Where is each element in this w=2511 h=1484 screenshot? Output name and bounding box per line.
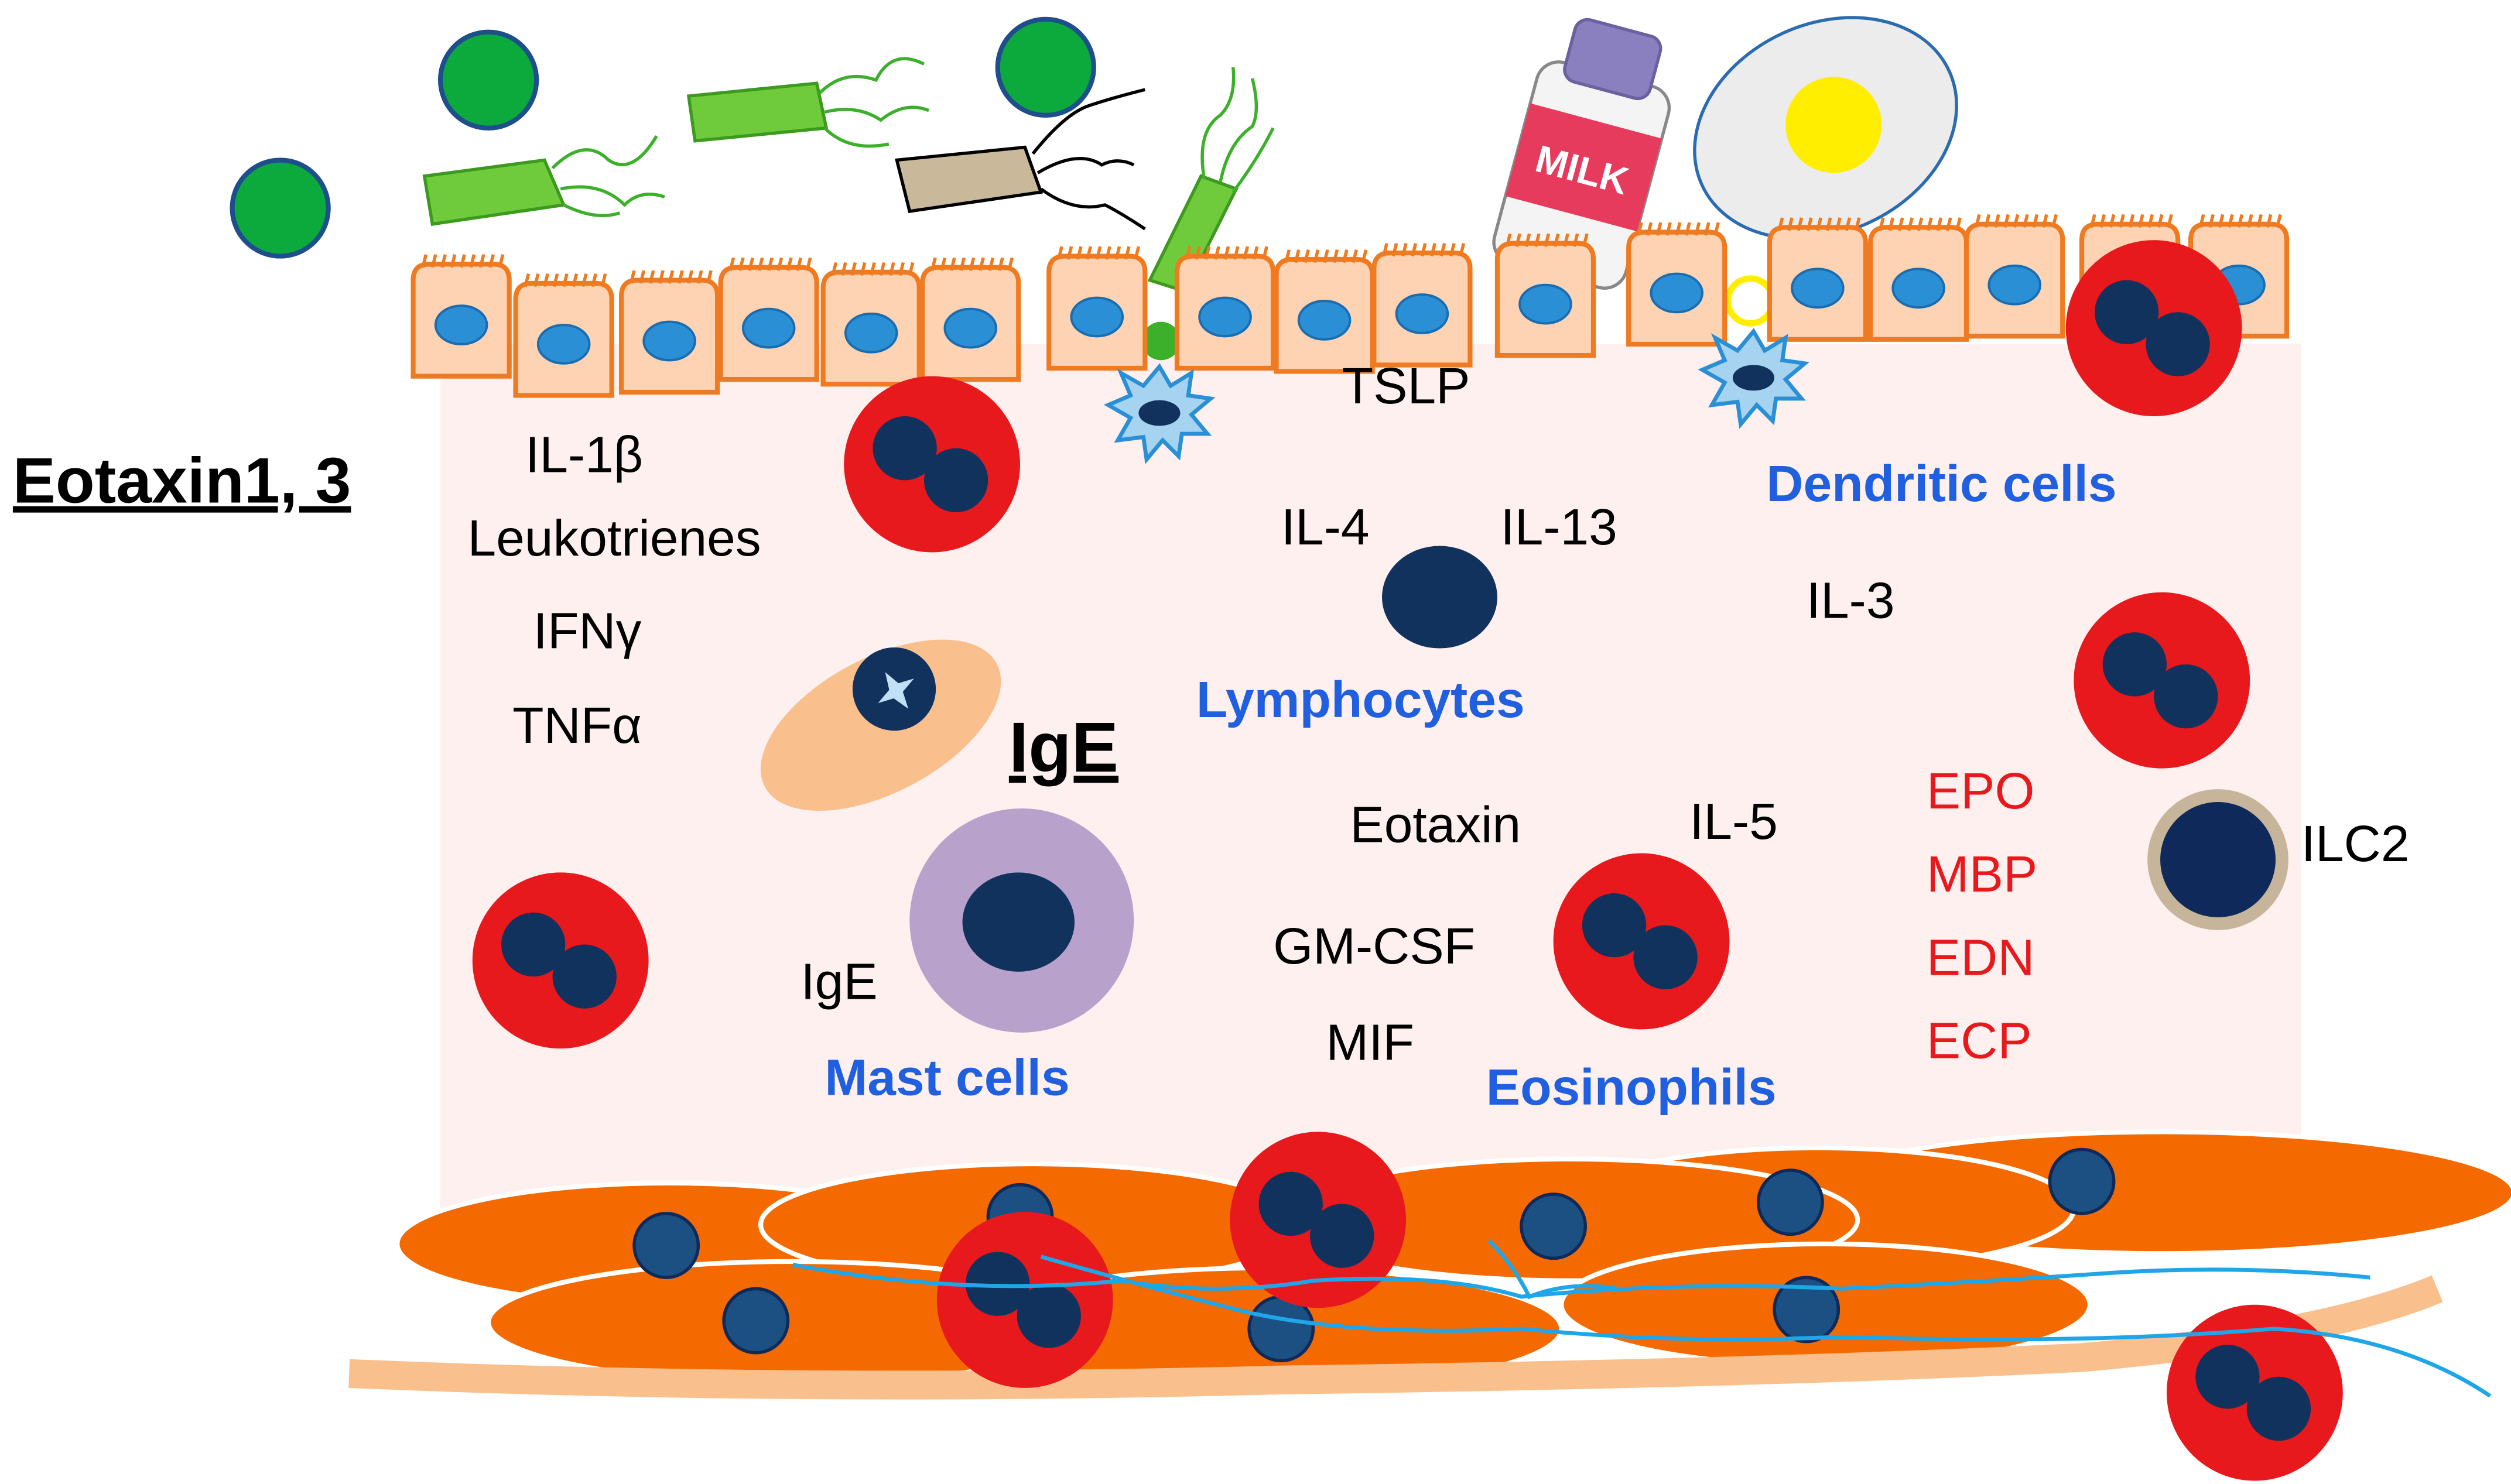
- ige-small-label: IgE: [800, 952, 877, 1010]
- eotaxin-1-3-label: Eotaxin1, 3: [13, 445, 351, 517]
- lymphocyte: [1382, 546, 1497, 649]
- granule-protein-label: MBP: [1927, 845, 2038, 903]
- milk-bottle: MILK: [1492, 18, 1671, 290]
- dendritic-cells-label: Dendritic cells: [1766, 455, 2116, 512]
- ifng-label: IFNγ: [533, 602, 642, 660]
- eosinophil: [844, 376, 1021, 553]
- pathogens: [230, 16, 1275, 361]
- ilc2-label: ILC2: [2301, 815, 2410, 872]
- il4-label: IL-4: [1281, 498, 1370, 556]
- bacterial-contact: [1141, 321, 1181, 361]
- bacterium: [1147, 67, 1275, 294]
- granule-protein-label: EDN: [1927, 928, 2035, 986]
- smooth-muscle-layer: [395, 1129, 2511, 1392]
- eosinophil: [2074, 592, 2250, 769]
- nerve-fibers: [792, 1239, 2492, 1398]
- bacterium: [422, 135, 665, 226]
- tslp-label: TSLP: [1342, 357, 1470, 414]
- mif-label: MIF: [1326, 1013, 1414, 1071]
- eotaxin-label: Eotaxin: [1350, 796, 1521, 853]
- granule-proteins: EPO MBP EDN ECP: [1927, 762, 2038, 1070]
- coccus: [230, 157, 331, 259]
- eosinophil: [472, 872, 649, 1049]
- leukotrienes-label: Leukotrienes: [468, 509, 761, 567]
- gmcsf-label: GM-CSF: [1273, 917, 1475, 975]
- plasma-cell: [760, 639, 1001, 811]
- mast-cell: [909, 808, 1134, 1033]
- bacterium: [895, 88, 1146, 231]
- eosinophil: [2065, 240, 2242, 417]
- granule-protein-label: EPO: [1927, 762, 2035, 820]
- ige-main-label: IgE: [1009, 708, 1118, 787]
- egg: [1693, 16, 1958, 327]
- eosinophils-label: Eosinophils: [1486, 1058, 1777, 1116]
- lamina-propria: [440, 344, 2301, 1241]
- mast-cells-label: Mast cells: [825, 1048, 1069, 1106]
- granule-protein-label: ECP: [1927, 1012, 2032, 1070]
- il3-label: IL-3: [1807, 572, 1895, 629]
- il13-label: IL-13: [1500, 498, 1617, 556]
- eosinophil: [936, 1212, 1113, 1388]
- ilc2-cell: [2147, 789, 2288, 930]
- il1b-label: IL-1β: [525, 426, 643, 484]
- il5-label: IL-5: [1689, 793, 1778, 850]
- lymphocytes-label: Lymphocytes: [1196, 671, 1525, 728]
- bacterium: [686, 57, 930, 148]
- coccus: [437, 29, 539, 131]
- coccus: [995, 16, 1096, 118]
- tnfa-label: TNFα: [512, 697, 642, 754]
- eosinophil: [1553, 853, 1730, 1030]
